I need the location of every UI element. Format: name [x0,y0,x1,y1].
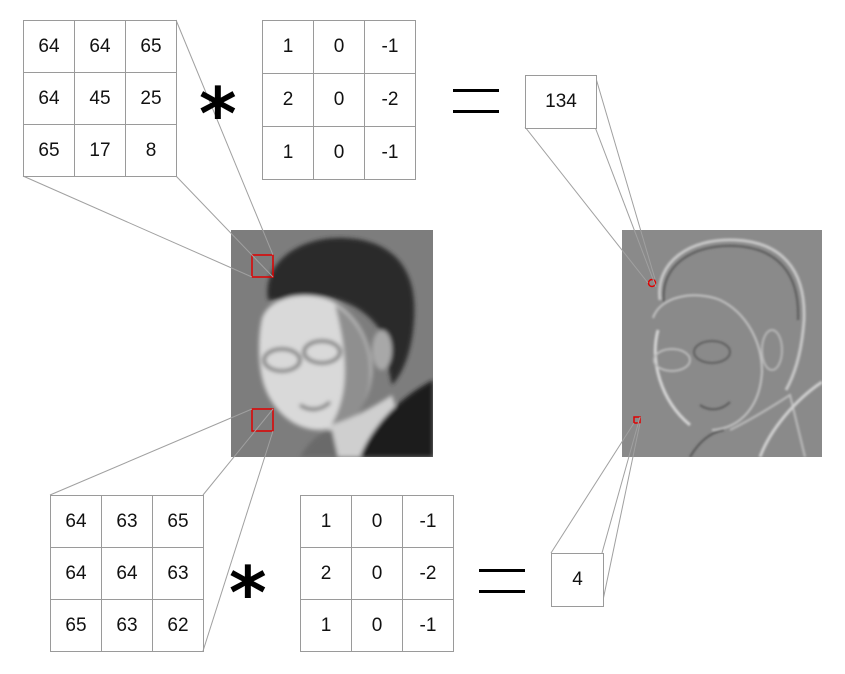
kernel-cell: 1 [263,21,314,74]
kernel-cell: -1 [403,600,454,652]
matrix-cell: 64 [75,21,126,73]
matrix-cell: 65 [51,600,102,652]
edge-highlight-bottom [633,416,641,424]
matrix-cell: 63 [102,600,153,652]
kernel-cell: -2 [403,548,454,600]
edge-highlight-top [647,278,657,288]
kernel-cell: 2 [301,548,352,600]
convolution-operator-top: * [199,72,237,156]
matrix-cell: 45 [75,73,126,125]
top-kernel: 1 0 -1 2 0 -2 1 0 -1 [262,20,416,180]
matrix-cell: 17 [75,125,126,177]
kernel-cell: 2 [263,74,314,127]
equals-sign-bottom [479,569,525,593]
matrix-cell: 65 [153,496,204,548]
matrix-cell: 63 [153,548,204,600]
matrix-cell: 64 [102,548,153,600]
kernel-cell: 1 [263,127,314,180]
convolution-operator-bottom: * [229,551,267,635]
top-input-patch: 64 64 65 64 45 25 65 17 8 [23,20,177,177]
kernel-cell: 0 [314,21,365,74]
kernel-cell: 0 [352,496,403,548]
matrix-cell: 64 [24,21,75,73]
highlight-box-bottom [251,408,274,432]
kernel-cell: -1 [365,127,416,180]
source-photo [231,230,433,457]
matrix-cell: 8 [126,125,177,177]
matrix-cell: 63 [102,496,153,548]
connector-lines [22,19,657,652]
matrix-cell: 64 [51,548,102,600]
bottom-input-patch: 64 63 65 64 64 63 65 63 62 [50,495,204,652]
bottom-kernel: 1 0 -1 2 0 -2 1 0 -1 [300,495,454,652]
matrix-cell: 64 [24,73,75,125]
equals-sign-top [453,89,499,113]
edge-map-image [622,230,822,457]
matrix-cell: 64 [51,496,102,548]
bottom-result-value: 4 [551,553,604,607]
top-result-value: 134 [525,75,597,129]
kernel-cell: 0 [352,600,403,652]
matrix-cell: 25 [126,73,177,125]
kernel-cell: -2 [365,74,416,127]
kernel-cell: 1 [301,496,352,548]
highlight-box-top [251,254,274,278]
kernel-cell: 0 [314,74,365,127]
kernel-cell: -1 [403,496,454,548]
kernel-cell: 0 [314,127,365,180]
kernel-cell: 1 [301,600,352,652]
matrix-cell: 65 [24,125,75,177]
kernel-cell: 0 [352,548,403,600]
kernel-cell: -1 [365,21,416,74]
matrix-cell: 62 [153,600,204,652]
matrix-cell: 65 [126,21,177,73]
